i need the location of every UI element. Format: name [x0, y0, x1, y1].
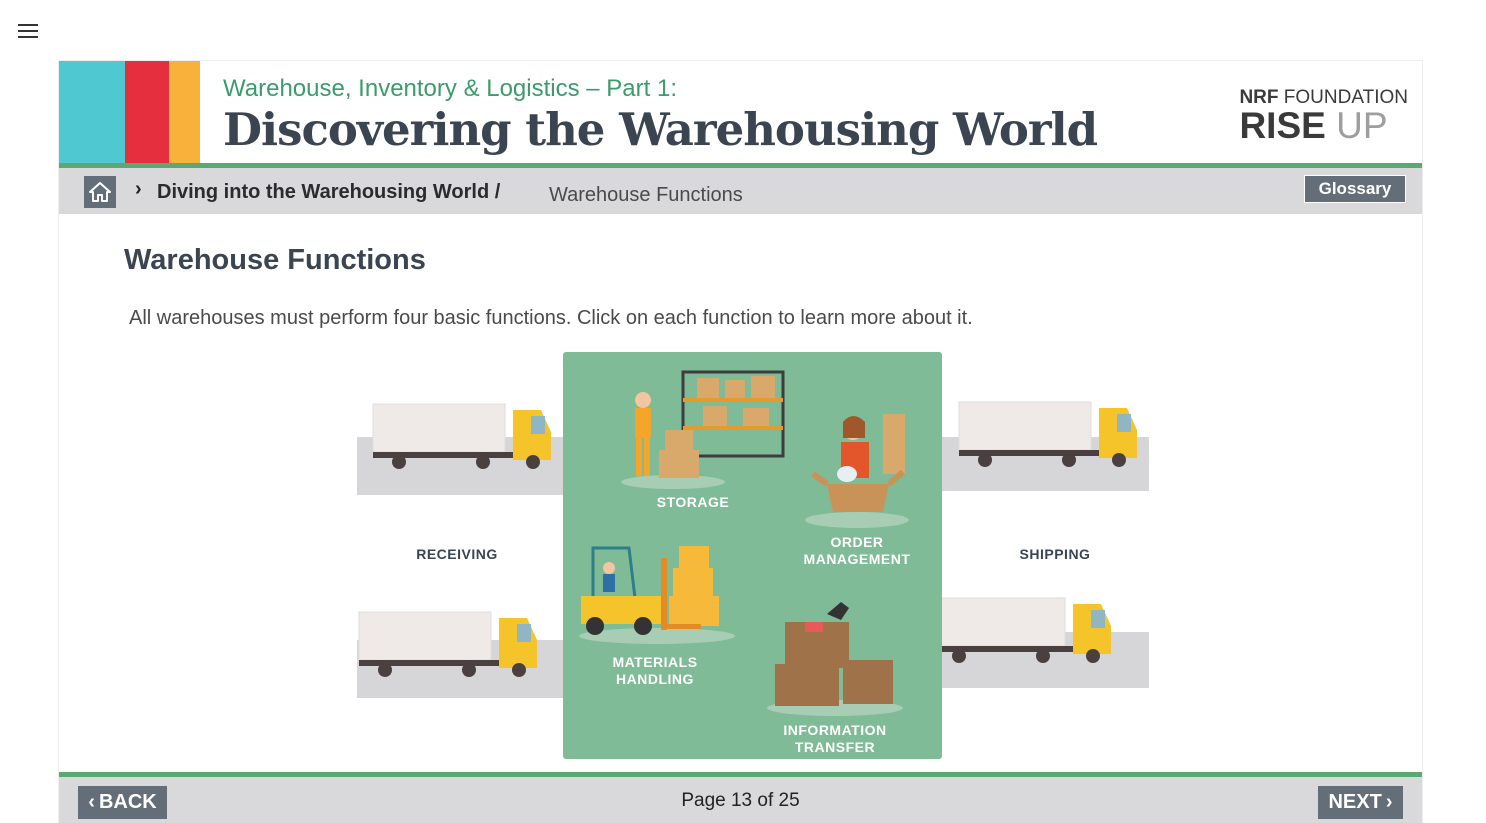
header-divider [59, 163, 1422, 168]
footer-divider [59, 772, 1422, 777]
footer-nav: ‹BACK Page 13 of 25 NEXT› [59, 777, 1422, 823]
breadcrumb: › Diving into the Warehousing World / Wa… [59, 168, 1422, 214]
page-title: Warehouse Functions [124, 244, 426, 276]
packing-worker-icon [805, 414, 909, 528]
next-button[interactable]: NEXT› [1318, 786, 1403, 819]
boxes-scanner-icon [767, 602, 903, 716]
truck-icon [958, 401, 1137, 467]
stripe-red [125, 61, 169, 163]
glossary-button[interactable]: Glossary [1304, 175, 1406, 203]
shipping-label: SHIPPING [1019, 546, 1091, 562]
stripe-orange [169, 61, 200, 163]
truck-icon [358, 611, 537, 677]
chevron-right-icon: › [1385, 791, 1393, 813]
shelf-worker-icon [621, 370, 785, 489]
chevron-right-icon: › [135, 178, 142, 200]
storage-function[interactable]: STORAGE [593, 360, 793, 515]
course-frame: Warehouse, Inventory & Logistics – Part … [59, 61, 1422, 823]
truck-icon [932, 597, 1111, 663]
chevron-left-icon: ‹ [88, 791, 95, 813]
home-icon [89, 182, 111, 202]
breadcrumb-current: Warehouse Functions [549, 184, 743, 206]
course-title: Discovering the Warehousing World [223, 103, 1098, 156]
color-stripes [59, 61, 200, 163]
stripe-teal [59, 61, 125, 163]
warehouse-functions-diagram: RECEIVING SHIPPING STORAGE [357, 352, 1149, 759]
forklift-icon [579, 546, 735, 644]
receiving-label: RECEIVING [416, 546, 498, 562]
breadcrumb-parent-link[interactable]: Diving into the Warehousing World / [157, 181, 501, 203]
back-button[interactable]: ‹BACK [78, 786, 167, 819]
storage-label: STORAGE [656, 494, 730, 510]
truck-icon [372, 403, 551, 469]
page-counter: Page 13 of 25 [681, 790, 800, 811]
page-intro: All warehouses must perform four basic f… [129, 307, 973, 329]
home-button[interactable] [84, 176, 116, 208]
course-subtitle: Warehouse, Inventory & Logistics – Part … [223, 75, 677, 102]
course-header: Warehouse, Inventory & Logistics – Part … [59, 61, 1422, 163]
hamburger-menu-icon[interactable] [18, 24, 38, 38]
nrf-riseup-logo: NRF FOUNDATION RISE UP [1239, 87, 1408, 146]
